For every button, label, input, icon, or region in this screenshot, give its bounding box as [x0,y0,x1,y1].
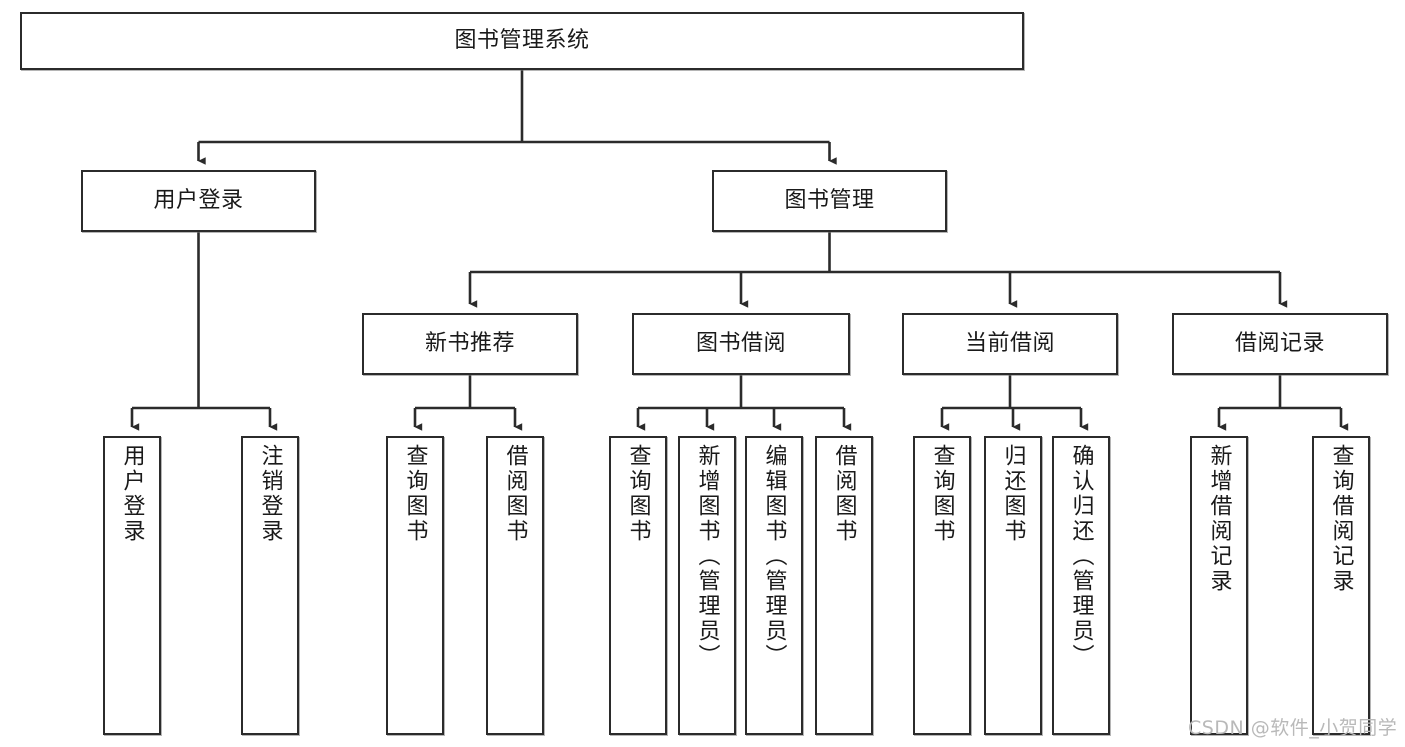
node-label-leaf-confirm-return-admin: 确认归还（管理员） [1068,444,1094,669]
node-leaf-add-borrow-record: 新增借阅记录 [1190,436,1248,735]
node-label-leaf-borrow-book: 借阅图书 [831,444,857,544]
node-label-leaf-return-book: 归还图书 [1000,444,1026,544]
node-book-borrow: 图书借阅 [632,313,850,375]
node-label-leaf-add-book-admin: 新增图书（管理员） [694,444,720,669]
node-label-root: 图书管理系统 [454,27,590,53]
node-borrow-record: 借阅记录 [1172,313,1388,375]
node-leaf-add-book-admin: 新增图书（管理员） [678,436,736,735]
node-leaf-confirm-return-admin: 确认归还（管理员） [1052,436,1110,735]
node-label-leaf-edit-book-admin: 编辑图书（管理员） [761,444,787,669]
node-leaf-query-book-borrow: 查询图书 [609,436,667,735]
node-label-leaf-query-book-recommend: 查询图书 [402,444,428,544]
node-user-login: 用户登录 [81,170,316,232]
node-label-current-borrow: 当前借阅 [964,330,1055,356]
node-leaf-user-login: 用户登录 [103,436,161,735]
node-label-new-book-recommend: 新书推荐 [424,330,515,356]
node-leaf-query-borrow-record: 查询借阅记录 [1312,436,1370,735]
node-label-user-login: 用户登录 [153,187,244,213]
node-leaf-return-book: 归还图书 [984,436,1042,735]
node-label-leaf-add-borrow-record: 新增借阅记录 [1206,444,1232,594]
node-label-leaf-query-book-current: 查询图书 [929,444,955,544]
node-label-leaf-user-login: 用户登录 [119,444,145,544]
node-leaf-borrow-book: 借阅图书 [815,436,873,735]
node-book-management: 图书管理 [712,170,947,232]
node-label-book-borrow: 图书借阅 [695,330,786,356]
node-leaf-edit-book-admin: 编辑图书（管理员） [745,436,803,735]
node-label-leaf-borrow-book-recommend: 借阅图书 [502,444,528,544]
watermark-text: CSDN @软件_小贺同学 [1188,717,1398,739]
node-new-book-recommend: 新书推荐 [362,313,578,375]
node-root: 图书管理系统 [20,12,1024,70]
node-leaf-query-book-current: 查询图书 [913,436,971,735]
node-label-leaf-query-borrow-record: 查询借阅记录 [1328,444,1354,594]
node-label-book-management: 图书管理 [784,187,875,213]
node-label-leaf-user-logout: 注销登录 [257,444,283,544]
node-leaf-query-book-recommend: 查询图书 [386,436,444,735]
node-label-borrow-record: 借阅记录 [1234,330,1325,356]
node-label-leaf-query-book-borrow: 查询图书 [625,444,651,544]
node-leaf-borrow-book-recommend: 借阅图书 [486,436,544,735]
node-leaf-user-logout: 注销登录 [241,436,299,735]
node-current-borrow: 当前借阅 [902,313,1118,375]
